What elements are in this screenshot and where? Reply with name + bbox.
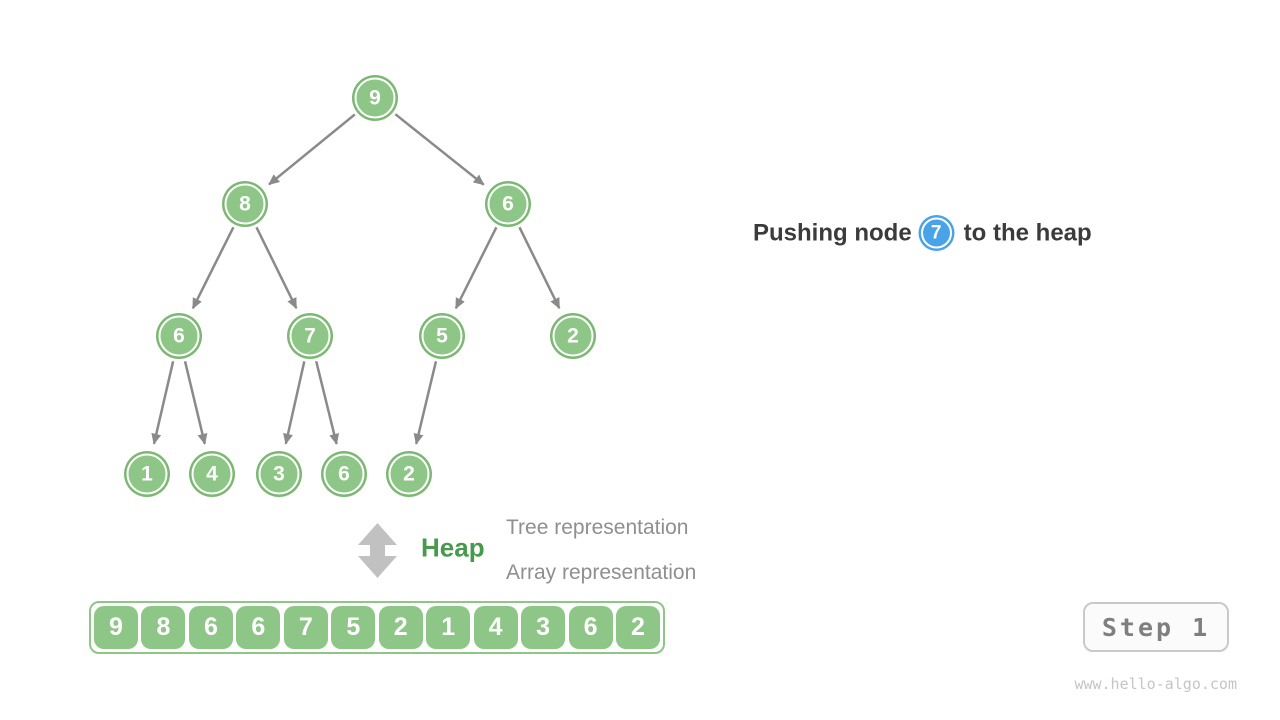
tree-node: 1 xyxy=(126,453,168,495)
tree-node: 3 xyxy=(258,453,300,495)
highlighted-node-value: 7 xyxy=(930,222,942,243)
array-cell: 6 xyxy=(236,606,281,649)
tree-node: 6 xyxy=(487,183,529,225)
tree-edge xyxy=(255,226,298,310)
heap-label: Heap xyxy=(421,532,485,563)
tree-edge xyxy=(151,361,175,445)
tree-node: 5 xyxy=(421,315,463,357)
array-representation-label: Array representation xyxy=(506,561,697,584)
array-cell: 6 xyxy=(568,606,613,649)
array-cell: 1 xyxy=(426,606,471,649)
tree-edge xyxy=(413,360,438,445)
tree-edge xyxy=(518,226,561,310)
array-cell: 7 xyxy=(283,606,328,649)
tree-edge xyxy=(268,113,356,186)
array-cell: 3 xyxy=(521,606,566,649)
highlighted-node: 7 xyxy=(920,217,952,249)
caption-suffix: to the heap xyxy=(963,219,1092,246)
tree-edge xyxy=(315,360,340,445)
tree-node: 2 xyxy=(388,453,430,495)
array-cell: 5 xyxy=(331,606,376,649)
tree-node: 7 xyxy=(289,315,331,357)
array-cell: 4 xyxy=(473,606,518,649)
tree-edge xyxy=(394,113,485,186)
caption-prefix: Pushing node xyxy=(753,219,912,246)
array-cell: 6 xyxy=(188,606,233,649)
array-cell: 8 xyxy=(141,606,186,649)
array-cell: 9 xyxy=(94,606,138,649)
tree-edge xyxy=(191,226,235,310)
watermark: www.hello-algo.com xyxy=(1074,675,1237,693)
tree-edge xyxy=(283,361,306,445)
array-cell: 2 xyxy=(378,606,423,649)
tree-node: 6 xyxy=(323,453,365,495)
tree-node: 4 xyxy=(191,453,233,495)
tree-node: 8 xyxy=(224,183,266,225)
array-cell: 2 xyxy=(615,606,660,649)
tree-edge xyxy=(454,226,498,310)
tree-edge xyxy=(183,360,208,445)
caption: Pushing node 7 to the heap xyxy=(753,217,1092,249)
step-badge: Step 1 xyxy=(1083,602,1229,652)
tree-node: 2 xyxy=(552,315,594,357)
tree-node: 9 xyxy=(354,77,396,119)
tree-representation-label: Tree representation xyxy=(506,516,689,539)
double-arrow-icon xyxy=(358,523,397,578)
tree-node: 6 xyxy=(158,315,200,357)
